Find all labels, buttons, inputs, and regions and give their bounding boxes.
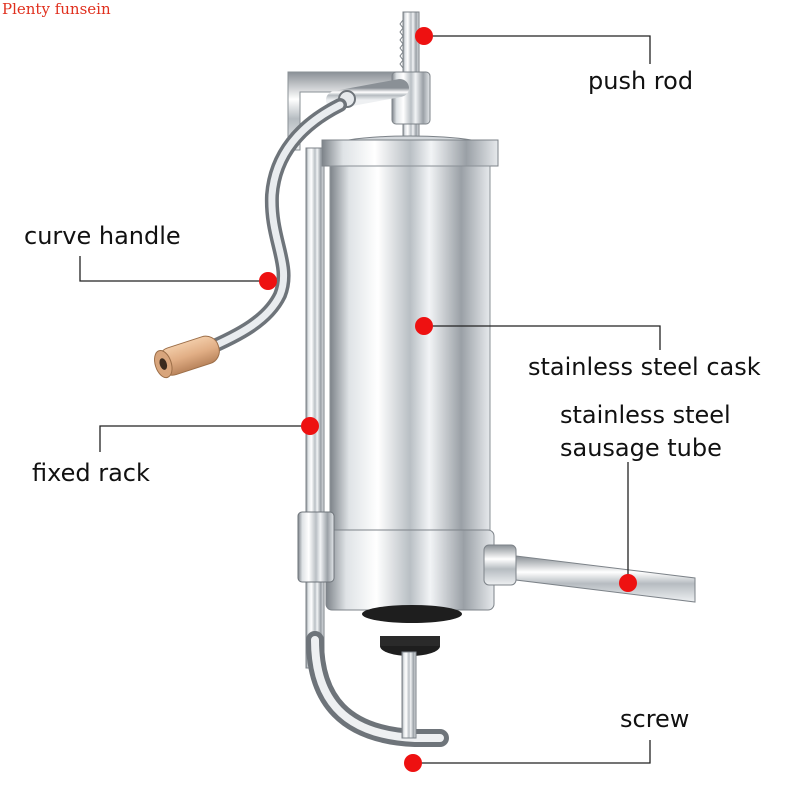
label-sausage-tube-line1: stainless steel [560,401,731,429]
marker-screw [404,754,422,772]
rack-clamp [297,511,335,583]
screw-shaft [401,651,417,739]
marker-push-rod [415,27,433,45]
leader-cask [424,325,661,350]
label-sausage-tube-line2: sausage tube [560,434,722,462]
cask-base [362,605,462,623]
label-push-rod: push rod [588,67,694,95]
marker-cask [415,317,433,335]
cask-bottom-band [325,529,495,611]
watermark: Plenty funsein [2,0,111,18]
label-stainless-steel-cask: stainless steel cask [528,353,761,381]
sausage-tube [515,555,696,603]
label-fixed-rack: fixed rack [32,459,150,487]
markers [259,27,637,772]
cask-body [329,165,491,533]
marker-sausage-tube [619,574,637,592]
leader-screw [413,740,651,764]
marker-fixed-rack [301,417,319,435]
label-curve-handle: curve handle [24,222,181,250]
leader-curve-handle [79,256,268,282]
leader-push-rod [424,35,651,64]
marker-curve-handle [259,272,277,290]
label-screw: screw [620,705,690,733]
leader-fixed-rack [99,425,310,452]
device-illustration [154,11,696,747]
handle-knob [154,335,220,379]
leader-lines [79,35,661,764]
rack-pole [305,147,325,669]
tube-nut [483,544,517,586]
rod-teeth [399,19,404,69]
